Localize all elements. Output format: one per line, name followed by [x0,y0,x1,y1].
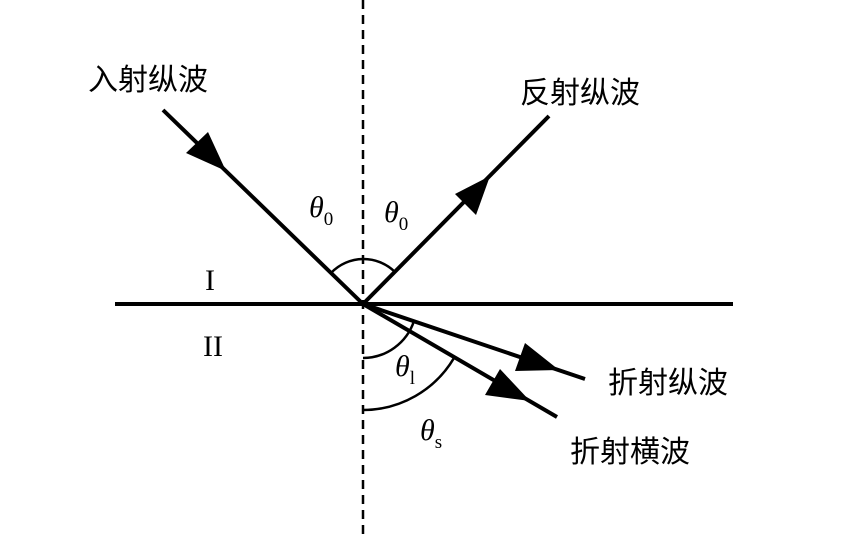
incident-ray [161,108,365,306]
incident-arrow-icon [186,132,226,171]
reflected-arrow-icon [455,176,490,215]
medium-two-label: II [203,330,223,363]
medium-one-label: I [205,264,215,297]
reflected-angle-label: θ0 [384,196,408,235]
refracted-transverse-arrow-icon [485,369,530,401]
refracted-longitudinal-angle-label: θl [395,350,415,389]
incident-angle-label: θ0 [309,191,333,230]
refracted-transverse-angle-arc [362,357,456,412]
refracted-longitudinal-wave-label: 折射纵波 [608,366,728,401]
refracted-longitudinal-arrow-icon [515,343,559,371]
reflected-wave-label: 反射纵波 [520,76,640,111]
reflected-angle-arc [362,257,396,273]
refracted-longitudinal-angle-arc [362,320,416,360]
refracted-transverse-angle-label: θs [420,414,442,453]
refracted-transverse-wave-label: 折射横波 [570,435,690,470]
incident-wave-label: 入射纵波 [88,63,208,98]
incident-angle-arc [330,257,364,274]
